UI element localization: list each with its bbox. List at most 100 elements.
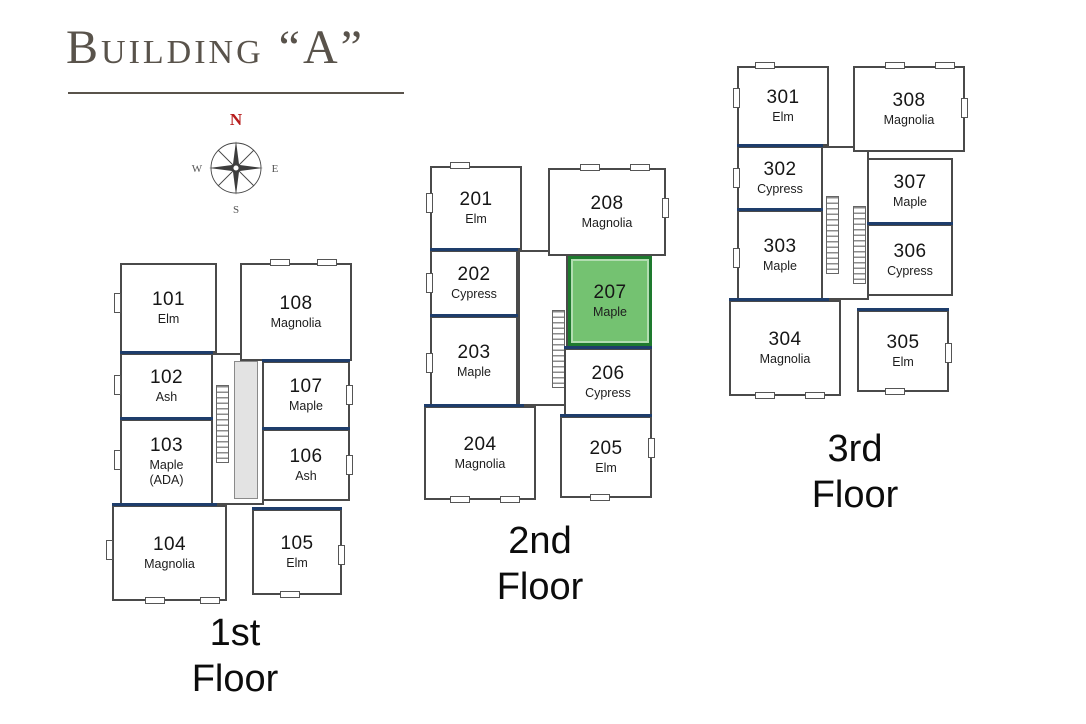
window-mark: [346, 455, 353, 475]
window-mark: [450, 496, 470, 503]
unit-name-suffix: (ADA): [149, 473, 184, 488]
unit-208: 208 Magnolia: [548, 168, 666, 256]
demising-line: [737, 144, 823, 147]
unit-308: 308 Magnolia: [853, 66, 965, 152]
unit-number: 203: [457, 341, 491, 363]
unit-205: 205 Elm: [560, 416, 652, 498]
unit-number: 306: [893, 240, 927, 262]
unit-301: 301 Elm: [737, 66, 829, 146]
unit-name: Cypress: [757, 181, 803, 196]
unit-306: 306 Cypress: [867, 224, 953, 296]
window-mark: [270, 259, 290, 266]
window-mark: [114, 293, 121, 313]
window-mark: [280, 591, 300, 598]
window-mark: [733, 248, 740, 268]
stairs-icon: [826, 196, 839, 274]
corridor: [211, 353, 264, 505]
window-mark: [114, 450, 121, 470]
unit-106: 106 Ash: [262, 429, 350, 501]
demising-line: [430, 314, 518, 317]
floor-plan-1st: 101 Elm 108 Magnolia 102 Ash 107 Maple 1…: [105, 255, 365, 615]
unit-number: 103: [150, 435, 183, 457]
floor-plan-3rd: 301 Elm 308 Magnolia 302 Cypress 307 Map…: [725, 58, 985, 408]
floor-label-3rd: 3rd Floor: [755, 426, 955, 519]
window-mark: [426, 193, 433, 213]
window-mark: [648, 438, 655, 458]
unit-307: 307 Maple: [867, 158, 953, 224]
window-mark: [200, 597, 220, 604]
unit-name: Magnolia: [270, 315, 322, 330]
unit-name: Ash: [155, 389, 178, 404]
window-mark: [662, 198, 669, 218]
window-mark: [114, 375, 121, 395]
compass-rose-icon: N W E S: [192, 110, 279, 216]
unit-number: 207: [593, 281, 627, 303]
unit-303: 303 Maple: [737, 210, 823, 300]
demising-line: [252, 507, 342, 510]
unit-number: 304: [768, 328, 802, 350]
window-mark: [590, 494, 610, 501]
unit-name: Elm: [772, 109, 794, 124]
demising-line: [262, 359, 350, 362]
demising-line: [112, 503, 217, 506]
hallway-shaft: [234, 361, 258, 499]
unit-207-highlighted: 207 Maple: [568, 256, 652, 346]
unit-name: Elm: [892, 354, 914, 369]
unit-number: 208: [590, 192, 624, 214]
unit-101: 101 Elm: [120, 263, 217, 353]
floor-label-line1: 3rd: [827, 428, 883, 470]
unit-102: 102 Ash: [120, 353, 213, 419]
unit-number: 204: [463, 433, 497, 455]
unit-number: 101: [152, 288, 185, 310]
unit-305: 305 Elm: [857, 310, 949, 392]
unit-number: 106: [289, 445, 323, 467]
corridor: [821, 146, 869, 300]
demising-line: [560, 414, 652, 417]
unit-name: Elm: [465, 211, 487, 226]
window-mark: [733, 168, 740, 188]
unit-number: 202: [457, 263, 491, 285]
unit-name: Magnolia: [581, 215, 633, 230]
unit-number: 301: [766, 86, 800, 108]
unit-name: Magnolia: [144, 556, 195, 571]
unit-number: 107: [289, 375, 323, 397]
unit-name: Maple: [762, 258, 798, 273]
unit-name: Maple: [592, 304, 628, 319]
floor-label-1st: 1st Floor: [130, 610, 340, 703]
window-mark: [945, 343, 952, 363]
unit-name: Elm: [286, 555, 308, 570]
floor-label-line2: Floor: [191, 658, 279, 701]
unit-number: 303: [763, 235, 797, 257]
floor-label-line1: 1st: [209, 612, 261, 654]
unit-104: 104 Magnolia: [112, 505, 227, 601]
unit-number: 108: [279, 292, 313, 314]
floor-plan-2nd: 201 Elm 208 Magnolia 202 Cypress 207 Map…: [420, 158, 680, 508]
unit-206: 206 Cypress: [564, 348, 652, 416]
unit-name: Magnolia: [883, 112, 935, 127]
window-mark: [630, 164, 650, 171]
unit-304: 304 Magnolia: [729, 300, 841, 396]
title-underline: [68, 92, 404, 94]
unit-number: 206: [591, 362, 625, 384]
window-mark: [346, 385, 353, 405]
floor-label-line2: Floor: [811, 474, 899, 517]
unit-201: 201 Elm: [430, 166, 522, 250]
unit-number: 105: [280, 532, 314, 554]
demising-line: [857, 308, 949, 311]
window-mark: [935, 62, 955, 69]
unit-103: 103 Maple (ADA): [120, 419, 213, 505]
unit-105: 105 Elm: [252, 509, 342, 595]
unit-number: 102: [150, 366, 183, 388]
demising-line: [737, 208, 823, 211]
unit-107: 107 Maple: [262, 361, 350, 429]
demising-line: [120, 417, 213, 420]
unit-name: Magnolia: [759, 351, 811, 366]
unit-name: Cypress: [887, 263, 933, 278]
unit-name: Cypress: [451, 286, 497, 301]
unit-302: 302 Cypress: [737, 146, 823, 210]
window-mark: [961, 98, 968, 118]
unit-name: Maple: [288, 398, 324, 413]
unit-name: Magnolia: [454, 456, 506, 471]
window-mark: [106, 540, 113, 560]
unit-203: 203 Maple: [430, 316, 518, 406]
